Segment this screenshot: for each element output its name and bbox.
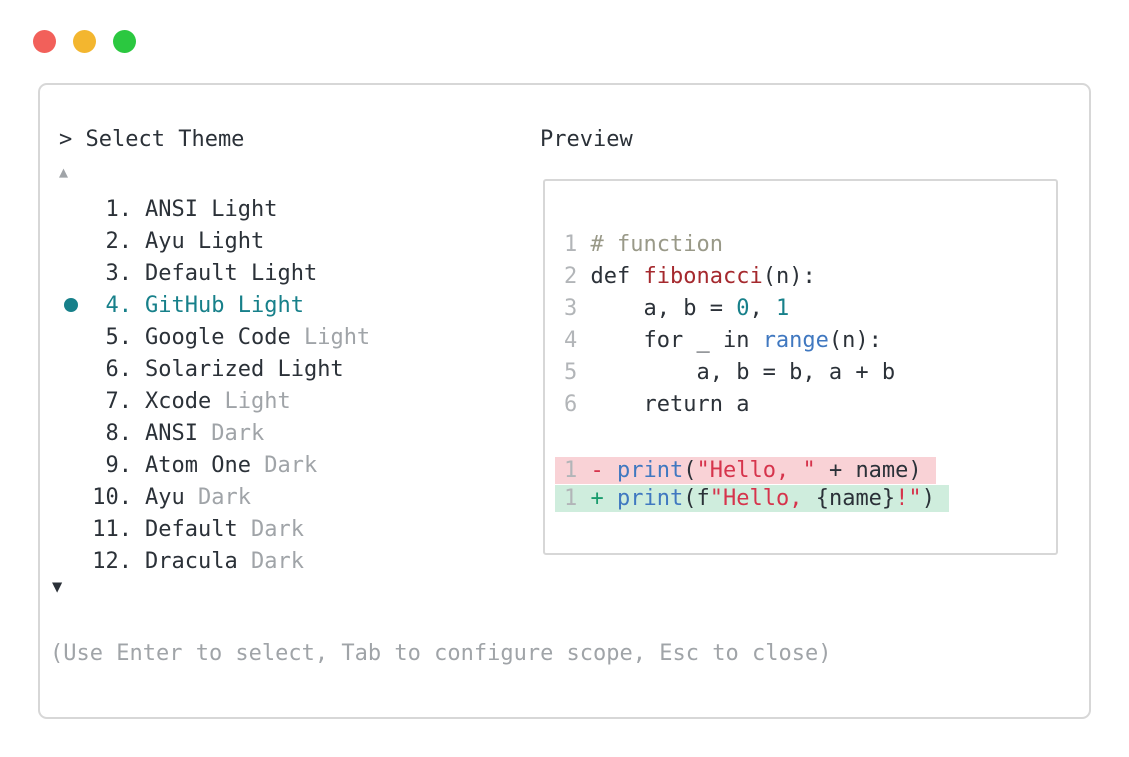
code-segment-code: a, b = — [590, 296, 737, 321]
code-segment-code: (n): — [828, 328, 882, 353]
close-button[interactable] — [33, 30, 56, 53]
theme-item-number: 2. — [105, 228, 133, 254]
theme-item-label: ANSI Light — [145, 196, 278, 222]
theme-item-number: 3. — [105, 260, 133, 286]
theme-item[interactable]: 8. ANSI Dark — [40, 417, 370, 449]
code-segment-number: 1 — [775, 296, 790, 321]
code-segment-code: a, b = b, a + b — [590, 360, 896, 385]
code-segment-code: + name) — [815, 458, 922, 483]
code-segment-builtin: range — [762, 328, 829, 353]
theme-item-number: 8. — [105, 420, 133, 446]
theme-item-label: Dracula Dark — [145, 548, 304, 574]
theme-item[interactable]: 11. Default Dark — [40, 513, 370, 545]
code-segment-code: for _ in — [590, 328, 763, 353]
code-segment-string: "Hello, — [709, 486, 816, 511]
code-segment-code: ( — [683, 458, 697, 483]
theme-item-label: Solarized Light — [145, 356, 344, 382]
code-segment-removed-sign: - — [590, 458, 617, 483]
code-segment-function: fibonacci — [643, 264, 763, 289]
theme-item[interactable]: 9. Atom One Dark — [40, 449, 370, 481]
theme-item-label: Google Code Light — [145, 324, 371, 350]
line-number: 2 — [564, 264, 591, 289]
code-line: 3 a, b = 0, 1 — [564, 293, 1056, 325]
page-title: > Select Theme — [59, 127, 245, 152]
code-line: 6 return a — [564, 389, 1056, 421]
line-number: 1 — [564, 486, 591, 511]
minimize-button[interactable] — [73, 30, 96, 53]
theme-item-label: Xcode Light — [145, 388, 291, 414]
zoom-button[interactable] — [113, 30, 136, 53]
preview-heading: Preview — [540, 127, 633, 152]
theme-item[interactable]: 5. Google Code Light — [40, 321, 371, 353]
theme-item-number: 12. — [92, 548, 132, 574]
theme-item[interactable]: 4. GitHub Light — [40, 289, 370, 321]
code-segment-code: return a — [590, 392, 750, 417]
code-segment-code: {name} — [815, 486, 896, 511]
code-segment-code: , — [749, 296, 776, 321]
theme-item-number: 4. — [105, 292, 133, 318]
theme-item[interactable]: 1. ANSI Light — [40, 193, 370, 225]
diff-line-added: 1 + print(f"Hello, {name}!") — [555, 485, 949, 512]
theme-item-number: 5. — [105, 324, 133, 350]
code-line: 1 # function — [564, 229, 1056, 261]
theme-item[interactable]: 2. Ayu Light — [40, 225, 370, 257]
code-segment-added-sign: + — [590, 486, 617, 511]
code-segment-string: !" — [895, 486, 922, 511]
theme-item[interactable]: 7. Xcode Light — [40, 385, 370, 417]
line-number: 1 — [564, 232, 591, 257]
theme-item-label: GitHub Light — [145, 292, 304, 318]
code-segment-code: def — [590, 264, 644, 289]
theme-item-number: 6. — [105, 356, 133, 382]
code-line: 5 a, b = b, a + b — [564, 357, 1056, 389]
theme-item-number: 9. — [105, 452, 133, 478]
line-number: 4 — [564, 328, 591, 353]
theme-picker-window: > Select Theme Preview ▲ 1. ANSI Light 2. A… — [38, 83, 1091, 719]
diff-block: 1 - print("Hello, " + name)1 + print(f"H… — [555, 457, 1056, 512]
scroll-down-icon: ▼ — [52, 577, 63, 597]
selected-item-dot-icon — [64, 298, 92, 312]
theme-item[interactable]: 10. Ayu Dark — [40, 481, 370, 513]
line-number: 6 — [564, 392, 591, 417]
keyboard-hint: (Use Enter to select, Tab to configure s… — [50, 641, 832, 666]
code-line: 2 def fibonacci(n): — [564, 261, 1056, 293]
code-segment-builtin: print — [617, 458, 684, 483]
theme-item-number: 1. — [105, 196, 133, 222]
code-line: 4 for _ in range(n): — [564, 325, 1056, 357]
theme-item-label: Atom One Dark — [145, 452, 318, 478]
theme-item-number: 11. — [92, 516, 132, 542]
line-number: 1 — [564, 458, 591, 483]
theme-item[interactable]: 3. Default Light — [40, 257, 370, 289]
theme-item[interactable]: 12. Dracula Dark — [40, 545, 370, 577]
scroll-up-icon: ▲ — [59, 163, 69, 181]
theme-item-number: 10. — [92, 484, 132, 510]
theme-list: 1. ANSI Light 2. Ayu Light 3. Default Light 4.… — [40, 193, 370, 577]
theme-item-number: 7. — [105, 388, 133, 414]
line-number: 3 — [564, 296, 591, 321]
theme-item[interactable]: 6. Solarized Light — [40, 353, 370, 385]
code-segment-string: "Hello, " — [696, 458, 816, 483]
theme-item-label: Default Light — [145, 260, 318, 286]
code-segment-builtin: print — [617, 486, 684, 511]
code-segment-code: ) — [921, 486, 935, 511]
diff-line-removed: 1 - print("Hello, " + name) — [555, 457, 936, 484]
code-segment-comment: # function — [590, 232, 723, 257]
theme-item-label: ANSI Dark — [145, 420, 265, 446]
window-controls — [33, 30, 136, 53]
theme-item-label: Ayu Dark — [145, 484, 251, 510]
code-segment-code: (f — [683, 486, 710, 511]
code-segment-number: 0 — [736, 296, 750, 321]
line-number: 5 — [564, 360, 591, 385]
theme-item-label: Ayu Light — [145, 228, 265, 254]
theme-item-label: Default Dark — [145, 516, 304, 542]
code-segment-code: (n): — [762, 264, 816, 289]
